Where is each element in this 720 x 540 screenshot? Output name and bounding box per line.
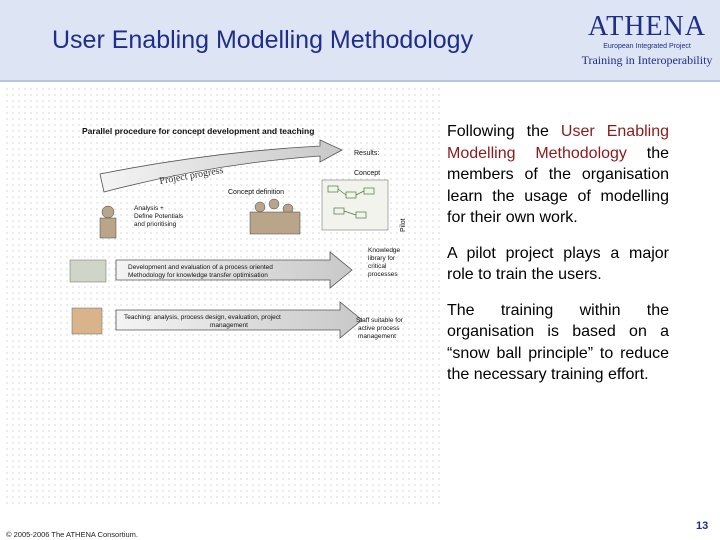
paragraph-2: A pilot project plays a major role to tr… — [447, 244, 669, 284]
teaching-icon — [71, 307, 103, 335]
analysis-label: Analysis + Define Potentials and priorit… — [134, 205, 185, 228]
paragraph-3: The training within the organisation is … — [447, 301, 669, 384]
teaching-arrow — [115, 301, 363, 339]
paragraph-1: Following the User Enabling Modelling Me… — [447, 121, 669, 229]
p1-pre: Following the — [447, 123, 561, 140]
knowledge-library-label: Knowledge library for critical processes — [368, 247, 402, 278]
development-label: Development and evaluation of a process … — [128, 264, 275, 279]
procedure-figure: Parallel procedure for concept developme… — [69, 126, 407, 340]
figure-heading: Parallel procedure for concept developme… — [82, 126, 314, 136]
staff-label: Staff suitable for active process manage… — [356, 317, 405, 340]
athena-logo: ATHENA European Integrated Project Train… — [580, 12, 714, 68]
progress-arrow — [99, 139, 343, 193]
p1-post: the members of the organisation learn th… — [447, 144, 670, 227]
concept-diagram — [321, 179, 389, 231]
page-number: 13 — [696, 520, 709, 532]
header-divider — [0, 80, 720, 82]
results-label: Results: — [354, 150, 379, 157]
slide-header — [0, 0, 720, 80]
concept-label: Concept — [354, 170, 380, 177]
logo-tagline: Training in Interoperability — [581, 53, 713, 67]
copyright-footer: © 2005-2006 The ATHENA Consortium. — [6, 530, 138, 539]
pilot-label: Pilot — [400, 218, 407, 232]
logo-subtitle: European Integrated Project — [603, 43, 691, 50]
logo-name: ATHENA — [588, 11, 706, 42]
development-arrow — [115, 251, 353, 289]
concept-definition-label: Concept definition — [228, 189, 284, 196]
library-icon — [69, 259, 107, 283]
teaching-label: Teaching: analysis, process design, eval… — [124, 314, 283, 329]
people-illustration — [99, 198, 301, 239]
slide-title: User Enabling Modelling Methodology — [52, 26, 474, 54]
body-text: Following the User Enabling Modelling Me… — [447, 121, 669, 400]
methodology-highlight: User Enabling Modelling Methodology — [447, 123, 669, 162]
